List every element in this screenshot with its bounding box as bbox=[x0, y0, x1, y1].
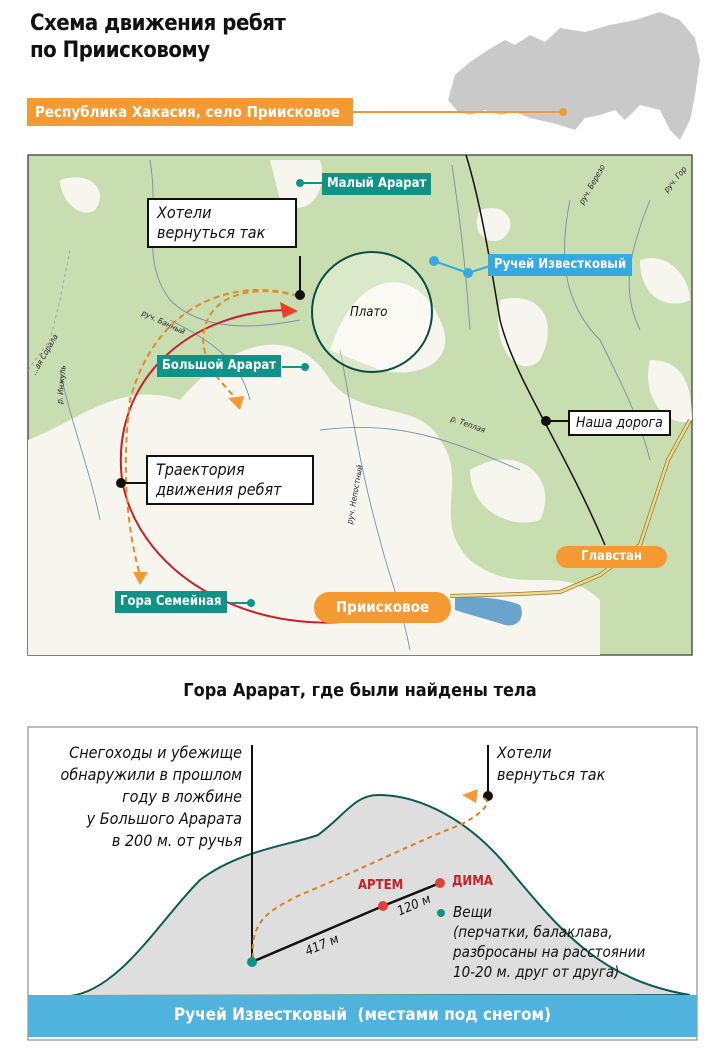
things-note: Вещи (перчатки, балаклава, разбросаны на… bbox=[453, 902, 645, 982]
region-banner: Республика Хакасия, село Приисковое bbox=[27, 98, 353, 126]
note-line: Снегоходы и убежище bbox=[69, 743, 242, 762]
russia-map-icon bbox=[448, 12, 700, 140]
location-dot bbox=[559, 108, 567, 116]
note-line: в 200 м. от ручья bbox=[111, 831, 242, 850]
planned-route-arrow-icon bbox=[133, 572, 148, 585]
label-ruchey: Ручей Известковый bbox=[488, 254, 633, 276]
planned-route-arrow-icon bbox=[228, 396, 244, 410]
label-bolshoy-ararat: Большой Арарат bbox=[157, 355, 281, 377]
note-line: году в ложбине bbox=[122, 787, 242, 806]
planned-route-outer bbox=[124, 289, 299, 576]
note-line: (перчатки, балаклава, bbox=[453, 923, 613, 941]
note-line: 10-20 м. друг от друга) bbox=[453, 963, 620, 981]
label-glavstan: Главстан bbox=[556, 546, 667, 568]
label-dima: ДИМА bbox=[452, 874, 493, 889]
mountain-profile bbox=[27, 726, 698, 1041]
note-line: у Большого Арарата bbox=[86, 809, 242, 828]
profile-title: Гора Арарат, где были найдены тела bbox=[183, 680, 537, 701]
terrain-map bbox=[27, 154, 693, 656]
label-gora-semeynaya: Гора Семейная bbox=[115, 591, 227, 613]
region-connector bbox=[353, 111, 563, 113]
label-maly-ararat: Малый Арарат bbox=[322, 173, 432, 195]
title-line-2: по Приисковому bbox=[30, 38, 210, 63]
label-priiskovoe: Приисковое bbox=[314, 592, 451, 623]
note-line: Хотели bbox=[497, 743, 552, 762]
river-label: Ручей Известковый (местами под снегом) bbox=[174, 1005, 551, 1025]
label-artem: АРТЕМ bbox=[358, 878, 404, 893]
note-line: вернуться так bbox=[497, 765, 606, 784]
infographic-title: Схема движения ребят по Приисковому bbox=[30, 10, 286, 64]
note-line: обнаружили в прошлом bbox=[60, 765, 242, 784]
trajectory-arrow-icon bbox=[280, 302, 298, 318]
note-line: разбросаны на расстоянии bbox=[453, 943, 646, 961]
note-line: Вещи bbox=[453, 903, 493, 921]
callout-markers bbox=[116, 179, 568, 607]
title-line-1: Схема движения ребят bbox=[30, 11, 286, 36]
want-return-note: Хотели вернуться так bbox=[497, 742, 605, 786]
label-trajectory: Траектория движения ребят bbox=[146, 455, 314, 505]
label-plato: Плато bbox=[350, 305, 388, 320]
label-want-return: Хотели вернуться так bbox=[147, 198, 297, 248]
planned-route-inner bbox=[201, 290, 299, 401]
snowmobiles-note: Снегоходы и убежище обнаружили в прошлом… bbox=[20, 742, 242, 852]
label-our-road: Наша дорога bbox=[568, 410, 671, 436]
